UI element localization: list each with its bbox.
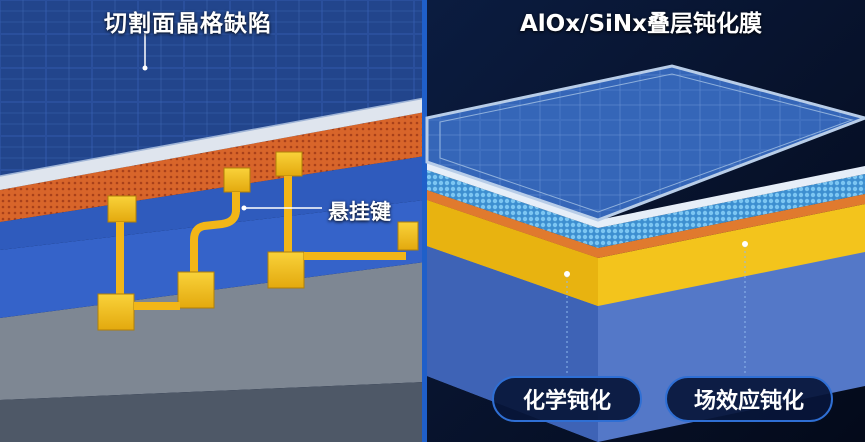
panel-frame-line [0, 97, 426, 177]
copper-layer [0, 112, 425, 222]
callout-pointer-dot [241, 205, 247, 211]
dangling-bond-label: 悬挂键 [328, 200, 391, 224]
right-inner-frame [439, 73, 854, 213]
field-effect-passivation-label: 场效应钝化 [665, 376, 833, 422]
film-edge [427, 162, 865, 228]
bead-layer [427, 170, 865, 248]
substrate-upper [0, 156, 425, 250]
gold-passivation-front [427, 200, 598, 306]
chem-pointer-dot [564, 271, 570, 277]
right-solar-surface [427, 66, 865, 220]
panel-divider [422, 0, 427, 442]
panel-edge [0, 98, 425, 190]
gray-base-side [0, 382, 425, 442]
right-title: AlOx/SiNx叠层钝化膜 [520, 11, 763, 37]
substrate-lower [0, 200, 425, 318]
chemical-passivation-label: 化学钝化 [492, 376, 642, 422]
solar-panel-surface [0, 0, 425, 176]
title-pointer-dot [142, 65, 148, 71]
field-pointer-dot [742, 241, 748, 247]
right-panel-frame [425, 64, 865, 222]
orange-layer [427, 190, 865, 258]
gray-base-layer [0, 262, 425, 400]
left-title: 切割面晶格缺陷 [104, 11, 272, 37]
dangling-bonds [97, 151, 419, 331]
